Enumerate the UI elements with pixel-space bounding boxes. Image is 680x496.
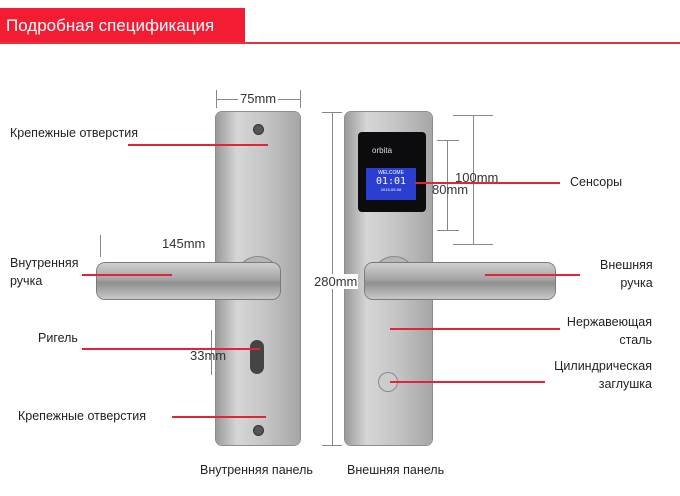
- dim-line: [211, 330, 212, 375]
- pointer-line: [82, 348, 260, 350]
- pointer-line: [390, 381, 545, 383]
- section-title: Подробная спецификация: [0, 8, 245, 43]
- lcd-date: 2015-09-08: [380, 187, 402, 192]
- label-line: Внешняя: [600, 258, 653, 272]
- label-cylinder: Цилиндрическая заглушка: [546, 357, 652, 393]
- label-bolt: Ригель: [38, 331, 78, 345]
- dim-width: 75mm: [238, 91, 279, 106]
- dim-bolt: 33mm: [190, 348, 227, 363]
- lcd-display: WELCOME 01:01 2015-09-08: [366, 168, 416, 200]
- dim-tick: [300, 90, 301, 108]
- label-inner-handle: Внутренняя ручка: [10, 254, 78, 290]
- dim-screen-inner: 80mm: [432, 182, 469, 197]
- pointer-line: [415, 182, 560, 184]
- label-mount-top: Крепежные отверстия: [10, 126, 138, 140]
- label-steel: Нержавеющая сталь: [562, 313, 652, 349]
- dim-handle: 145mm: [162, 236, 206, 251]
- dim-height: 280mm: [314, 274, 359, 289]
- dim-tick: [453, 244, 493, 245]
- header-divider: [0, 42, 680, 44]
- lcd-welcome: WELCOME: [378, 170, 404, 176]
- caption-inner-panel: Внутренняя панель: [200, 463, 313, 477]
- cylinder-cap: [379, 373, 397, 391]
- screw-icon: [253, 425, 264, 436]
- label-mount-bottom: Крепежные отверстия: [18, 409, 146, 423]
- label-sensors: Сенсоры: [570, 175, 623, 189]
- dim-tick: [322, 445, 342, 446]
- screen-bezel: orbita WELCOME 01:01 2015-09-08: [358, 132, 426, 212]
- dim-screen-outer: 100mm: [455, 170, 499, 185]
- dim-tick: [437, 230, 459, 231]
- dim-tick: [437, 140, 459, 141]
- screw-icon: [253, 124, 264, 135]
- label-line: заглушка: [598, 377, 652, 391]
- brand-logo: orbita: [372, 146, 393, 155]
- dim-line: [473, 115, 474, 245]
- label-line: сталь: [619, 333, 652, 347]
- pointer-line: [390, 328, 560, 330]
- bolt-slot: [250, 340, 264, 374]
- label-line: ручка: [10, 274, 43, 288]
- pointer-line: [172, 416, 266, 418]
- dim-line: [447, 140, 448, 230]
- label-line: ручка: [620, 276, 653, 290]
- outer-handle: [365, 263, 555, 299]
- inner-handle: [97, 263, 280, 299]
- label-line: Нержавеющая: [566, 315, 652, 329]
- caption-outer-panel: Внешняя панель: [347, 463, 445, 477]
- pointer-line: [128, 144, 268, 146]
- lcd-time: 01:01: [375, 176, 407, 187]
- dim-tick: [100, 235, 101, 257]
- label-line: Внутренняя: [10, 256, 79, 270]
- pointer-line: [485, 274, 580, 276]
- label-line: Цилиндрическая: [554, 359, 652, 373]
- label-outer-handle: Внешняя ручка: [600, 256, 653, 292]
- pointer-line: [82, 274, 172, 276]
